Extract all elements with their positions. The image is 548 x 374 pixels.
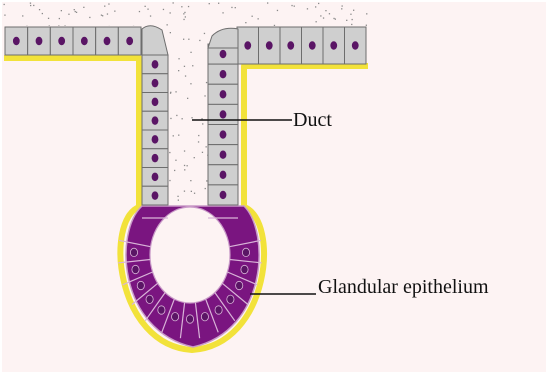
glandular-nucleus bbox=[132, 265, 139, 273]
glandular-nucleus bbox=[236, 281, 243, 289]
cell-nucleus bbox=[152, 154, 159, 162]
cell-nucleus bbox=[244, 41, 251, 49]
glandular-nucleus bbox=[215, 306, 222, 314]
cell-nucleus bbox=[81, 37, 88, 45]
cell-nucleus bbox=[36, 37, 43, 45]
cell-nucleus bbox=[13, 37, 20, 45]
cell-nucleus bbox=[220, 130, 227, 138]
cell-nucleus bbox=[220, 150, 227, 158]
cell-nucleus bbox=[220, 171, 227, 179]
cell-nucleus bbox=[266, 41, 273, 49]
cell-nucleus bbox=[220, 70, 227, 78]
cell-nucleus bbox=[152, 116, 159, 124]
cell-nucleus bbox=[220, 110, 227, 118]
glandular-epithelium-label: Glandular epithelium bbox=[318, 276, 489, 299]
cell-nucleus bbox=[220, 90, 227, 98]
cell-nucleus bbox=[152, 135, 159, 143]
cell-nucleus bbox=[126, 37, 133, 45]
glandular-nucleus bbox=[241, 265, 248, 273]
cell-nucleus bbox=[352, 41, 359, 49]
glandular-nucleus bbox=[158, 306, 165, 314]
glandular-nucleus bbox=[201, 313, 208, 321]
cell-nucleus bbox=[152, 173, 159, 181]
cell-nucleus bbox=[104, 37, 111, 45]
cell-nucleus bbox=[287, 41, 294, 49]
cell-nucleus bbox=[309, 41, 316, 49]
cell-nucleus bbox=[152, 191, 159, 199]
cell-nucleus bbox=[152, 98, 159, 106]
glandular-nucleus bbox=[137, 281, 144, 289]
cell-nucleus bbox=[58, 37, 65, 45]
glandular-nucleus bbox=[172, 313, 179, 321]
cell-nucleus bbox=[152, 60, 159, 68]
lining-cell bbox=[208, 28, 238, 48]
duct-label: Duct bbox=[293, 109, 332, 132]
cell-nucleus bbox=[330, 41, 337, 49]
glandular-nucleus bbox=[227, 295, 234, 303]
cell-nucleus bbox=[220, 191, 227, 199]
glandular-nucleus bbox=[130, 248, 137, 256]
lining-cell bbox=[142, 26, 168, 55]
cell-nucleus bbox=[152, 79, 159, 87]
glandular-nucleus bbox=[242, 248, 249, 256]
cell-nucleus bbox=[220, 50, 227, 58]
glandular-nucleus bbox=[186, 315, 193, 323]
glandular-nucleus bbox=[146, 295, 153, 303]
